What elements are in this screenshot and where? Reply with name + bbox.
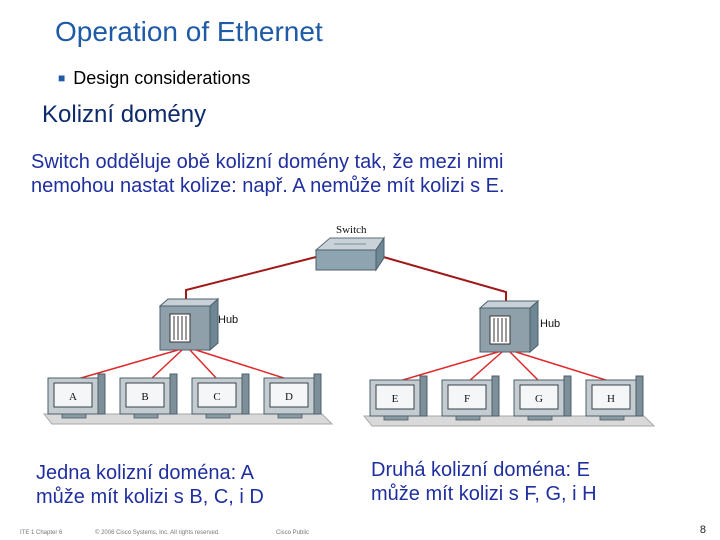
cable-e bbox=[396, 352, 498, 382]
computer-label-b: B bbox=[141, 391, 148, 403]
network-diagram: Switch Hub Hub A B C D E F G H bbox=[0, 215, 720, 455]
page-title: Operation of Ethernet bbox=[55, 16, 323, 48]
switch-link-right bbox=[380, 256, 506, 308]
computer-label-c: C bbox=[213, 391, 220, 403]
switch-label: Switch bbox=[336, 224, 367, 236]
computer-c-icon: C bbox=[192, 374, 249, 418]
page-number: 8 bbox=[700, 524, 706, 536]
computer-e-icon: E bbox=[370, 376, 427, 420]
subtitle-text: Design considerations bbox=[73, 68, 250, 88]
computer-label-e: E bbox=[392, 393, 399, 405]
computer-label-f: F bbox=[464, 393, 470, 405]
hub-label-left: Hub bbox=[218, 314, 238, 326]
slide-title: Kolizní domény bbox=[42, 101, 206, 129]
hub-icon-left bbox=[160, 299, 218, 350]
computer-d-icon: D bbox=[264, 374, 321, 418]
computer-label-g: G bbox=[535, 393, 543, 405]
computer-h-icon: H bbox=[586, 376, 643, 420]
cable-a bbox=[74, 350, 178, 380]
computer-label-d: D bbox=[285, 391, 293, 403]
computer-label-a: A bbox=[69, 391, 77, 403]
computer-f-icon: F bbox=[442, 376, 499, 420]
footer-copyright: © 2006 Cisco Systems, Inc. All rights re… bbox=[95, 530, 220, 536]
computer-g-icon: G bbox=[514, 376, 571, 420]
square-bullet-icon: ■ bbox=[58, 71, 65, 85]
footer-classification: Cisco Public bbox=[276, 530, 309, 536]
computer-a-icon: A bbox=[48, 374, 105, 418]
computer-b-icon: B bbox=[120, 374, 177, 418]
switch-icon bbox=[316, 238, 384, 270]
caption-left: Jedna kolizní doména: A může mít kolizi … bbox=[36, 461, 356, 509]
computer-label-h: H bbox=[607, 393, 615, 405]
caption-right: Druhá kolizní doména: E může mít kolizi … bbox=[371, 458, 691, 506]
slide-body-text: Switch odděluje obě kolizní domény tak, … bbox=[31, 150, 671, 198]
cable-g bbox=[510, 352, 540, 382]
section-subtitle: ■ Design considerations bbox=[58, 68, 250, 89]
cable-c bbox=[190, 350, 218, 380]
hub-label-right: Hub bbox=[540, 318, 560, 330]
footer-course: ITE 1 Chapter 6 bbox=[20, 530, 62, 536]
hub-icon-right bbox=[480, 301, 538, 352]
